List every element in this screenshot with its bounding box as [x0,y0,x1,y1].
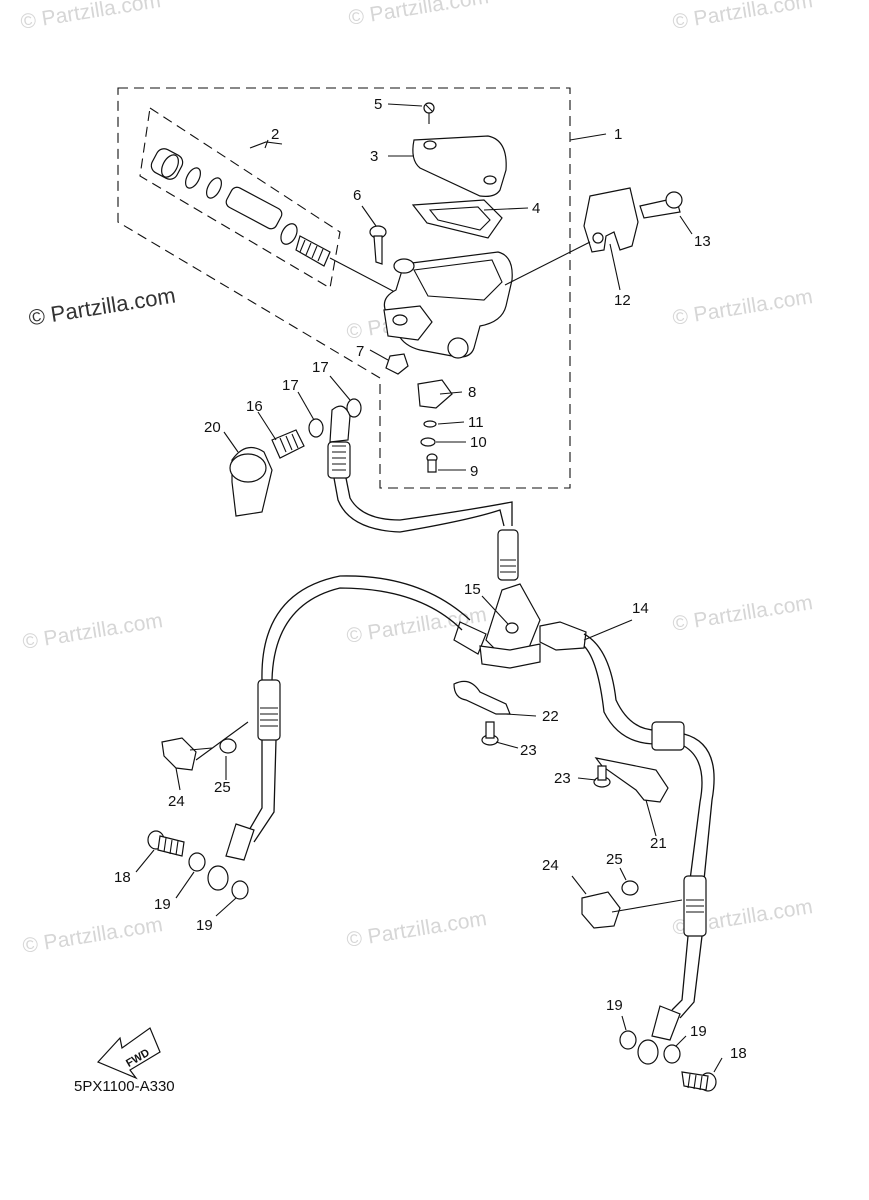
callout-15: 15 [464,581,481,598]
gasket [346,398,362,418]
nut [621,880,639,896]
piston-kit [150,148,331,267]
clamp-bolt [481,721,499,746]
master-cylinder-body [383,251,513,359]
washer [420,437,436,447]
callout-18b: 18 [730,1045,747,1062]
callout-20: 20 [204,419,221,436]
callout-14: 14 [632,600,649,617]
hose-clamp [453,680,511,715]
gasket [663,1044,681,1064]
callout-3: 3 [370,148,378,165]
brake-hose-joint [485,583,541,653]
callout-23a: 23 [520,742,537,759]
leader [504,241,591,286]
callout-22: 22 [542,708,559,725]
callout-1: 1 [614,126,622,143]
gasket [188,852,206,872]
leader-lines [135,103,723,1073]
switch-screw [426,453,438,473]
cap-screw [423,102,435,124]
callout-2: 2 [271,126,279,143]
master-cylinder-assembly-boundary [117,87,571,489]
master-cylinder-holder [583,187,639,253]
rubber-boot [229,446,273,517]
callout-12: 12 [614,292,631,309]
guide-bolt [593,765,611,788]
brake-hose-left [207,575,541,891]
callout-6: 6 [353,187,361,204]
hose-guide [594,757,669,803]
callout-9: 9 [470,463,478,480]
piston-kit-boundary [139,107,341,289]
union-bolt [147,830,185,857]
union-bolt [271,429,305,459]
nut [219,738,237,754]
holder-bolt [639,191,683,219]
callout-10: 10 [470,434,487,451]
callout-4: 4 [532,200,540,217]
callout-19c: 19 [606,997,623,1014]
callout-17b: 17 [312,359,329,376]
brake-hose-upper [327,405,519,581]
union-bolt [681,1071,717,1092]
callout-7: 7 [356,343,364,360]
gasket [231,880,249,900]
callout-18a: 18 [114,869,131,886]
callout-23b: 23 [554,770,571,787]
pivot-bolt [369,225,387,265]
callout-19a: 19 [154,896,171,913]
gasket [308,418,324,438]
callout-8: 8 [468,384,476,401]
callout-25a: 25 [214,779,231,796]
callout-21: 21 [650,835,667,852]
hose-holder [581,891,621,929]
reservoir-cap [412,135,507,197]
brake-hose-right [539,621,715,1065]
pivot-nut [385,353,409,375]
callout-19b: 19 [196,917,213,934]
callout-24a: 24 [168,793,185,810]
callout-11: 11 [468,414,484,431]
callout-24b: 24 [542,857,559,874]
fwd-arrow-icon: FWD [96,1027,161,1080]
hose-holder [161,737,197,771]
diaphragm [411,199,503,239]
callout-13: 13 [694,233,711,250]
brake-switch [417,379,453,409]
diagram-code: 5PX1100-A330 [74,1078,175,1095]
gasket [619,1030,637,1050]
callout-5: 5 [374,96,382,113]
callout-16: 16 [246,398,263,415]
leader [189,747,213,751]
callout-19d: 19 [690,1023,707,1040]
callout-17a: 17 [282,377,299,394]
spring-washer [423,420,437,428]
callout-25b: 25 [606,851,623,868]
